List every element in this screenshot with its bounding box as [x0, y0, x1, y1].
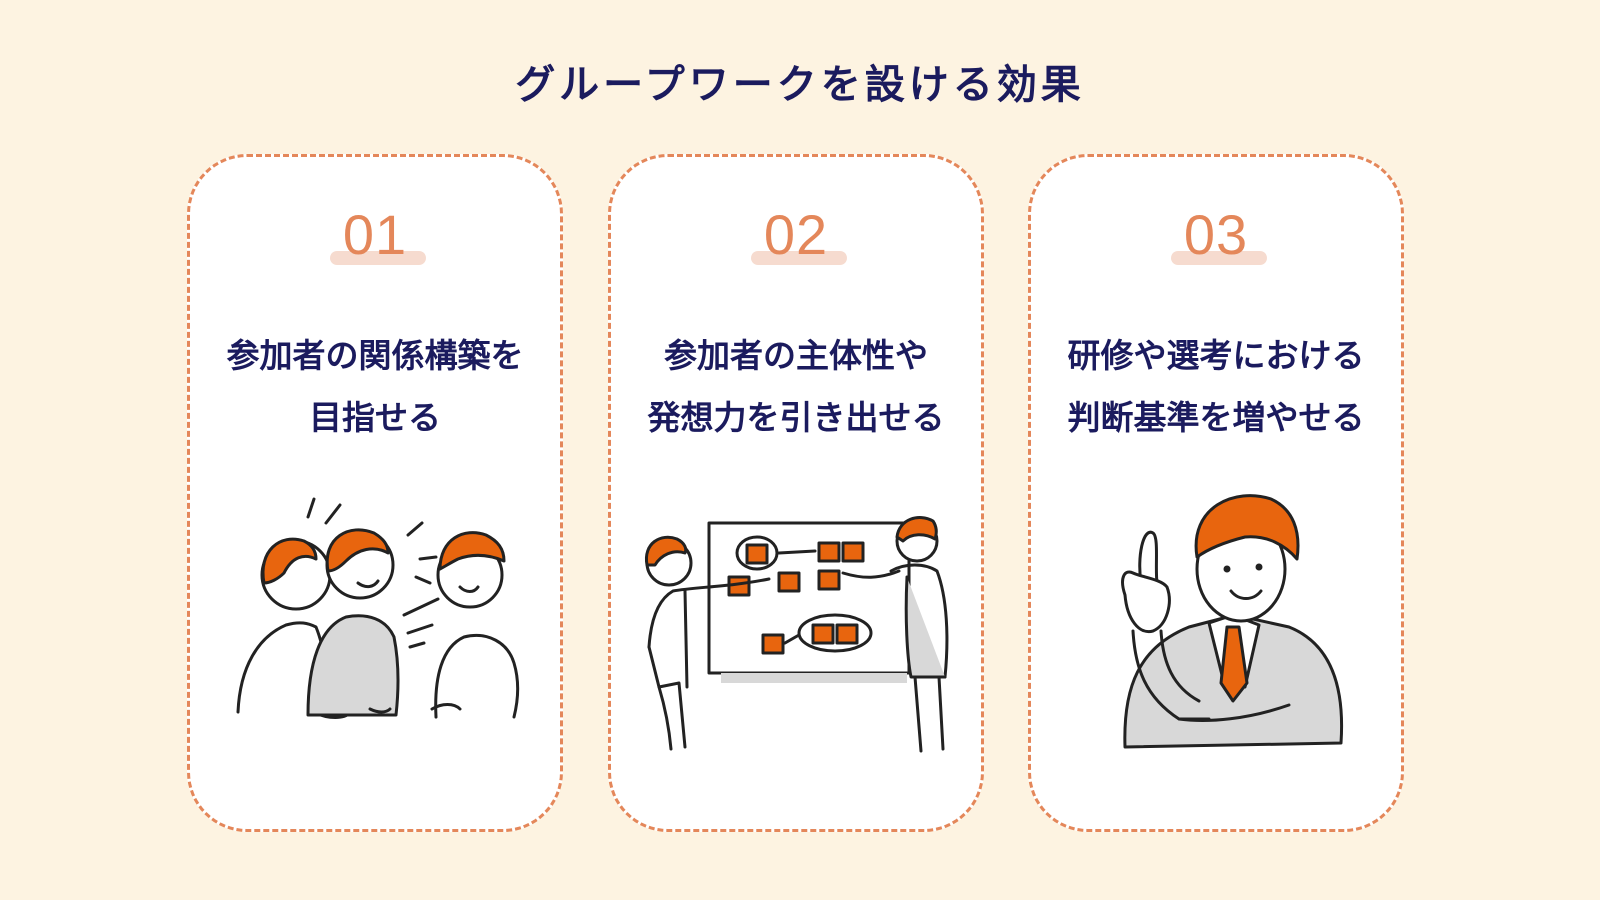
whiteboard-brainstorm-icon — [644, 516, 949, 753]
card-description-line: 発想力を引き出せる — [647, 398, 945, 437]
card-description-line: 参加者の主体性や — [664, 336, 928, 375]
card-03: 03 研修や選考における 判断基準を増やせる — [1028, 154, 1404, 832]
card-description-line: 判断基準を増やせる — [1067, 398, 1365, 437]
card-description: 参加者の関係構築を 目指せる — [204, 325, 546, 449]
card-number: 03 — [1183, 203, 1249, 266]
people-talking-icon — [236, 497, 520, 719]
card-01: 01 参加者の関係構築を 目指せる — [187, 154, 563, 832]
card-number: 02 — [763, 203, 829, 266]
brush-underline — [751, 251, 847, 265]
card-number-badge: 01 — [190, 205, 560, 275]
page-title: グループワークを設ける効果 — [515, 62, 1085, 108]
card-number-badge: 03 — [1031, 205, 1401, 275]
card-description: 参加者の主体性や 発想力を引き出せる — [625, 325, 967, 449]
brush-underline — [1171, 251, 1267, 265]
card-description-line: 目指せる — [309, 398, 441, 437]
card-description: 研修や選考における 判断基準を増やせる — [1045, 325, 1387, 449]
card-02: 02 参加者の主体性や 発想力を引き出せる — [608, 154, 984, 832]
card-description-line: 研修や選考における — [1067, 336, 1365, 375]
card-number-badge: 02 — [611, 205, 981, 275]
card-number: 01 — [342, 203, 408, 266]
card-description-line: 参加者の関係構築を — [226, 336, 524, 375]
brush-underline — [330, 251, 426, 265]
businessman-pointing-icon — [1121, 494, 1344, 749]
